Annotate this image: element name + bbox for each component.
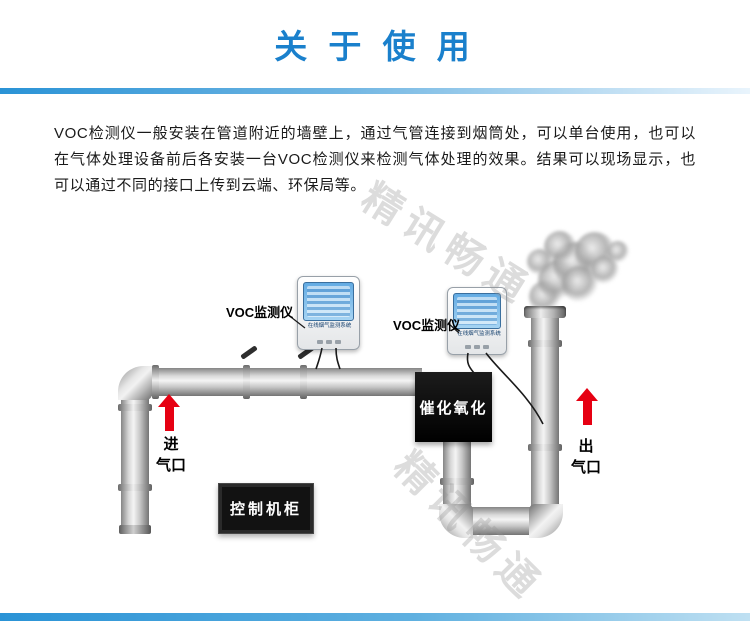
monitor-screen	[453, 293, 501, 330]
inlet-arrow-shaft	[164, 407, 174, 431]
monitor-button	[334, 340, 341, 344]
pipe-bottom-horizontal	[470, 507, 532, 535]
control-cabinet-label: 控制机柜	[229, 501, 302, 518]
title-divider	[0, 88, 750, 94]
pipe-flange	[440, 478, 474, 485]
inlet-label-line1: 进	[163, 436, 179, 453]
monitor-screen-caption: 在线烟气监测系统	[457, 330, 501, 337]
body-paragraph: VOC检测仪一般安装在管道附近的墙壁上，通过气管连接到烟筒处，可以单台使用，也可…	[54, 125, 696, 194]
monitor-screen-caption: 在线烟气监测系统	[307, 322, 352, 329]
pipe-flange	[528, 340, 562, 347]
inlet-label-line2: 气口	[155, 457, 186, 474]
outlet-label-line2: 气口	[570, 459, 601, 476]
page-title: 关 于 使 用	[274, 28, 476, 65]
smoke-puff	[527, 249, 553, 275]
chimney-top-rim	[524, 306, 566, 318]
inlet-arrow-head	[158, 394, 180, 407]
inlet-label: 进 气口	[148, 434, 194, 476]
monitor-button	[325, 340, 332, 344]
pipe-end-cap	[119, 525, 151, 534]
monitor-buttons	[448, 345, 506, 349]
pipe-top-horizontal	[148, 368, 422, 396]
pipe-flange	[243, 365, 250, 399]
pipe-elbow-top-left	[118, 366, 152, 400]
voc-monitor-right: 在线烟气监测系统	[447, 287, 507, 355]
outlet-arrow-shaft	[582, 401, 592, 425]
catalytic-oxidizer-box: 催化氧化	[415, 372, 492, 442]
pipe-down-from-oxidizer	[443, 438, 471, 510]
wire-left-monitor-a	[315, 347, 323, 370]
wires-overlay	[286, 313, 544, 425]
pipe-left-vertical	[121, 398, 149, 532]
valve-handle-icon	[240, 345, 258, 360]
voc-system-diagram: 催化氧化 控制机柜 在线烟气监测系统 在线烟气监测系统	[0, 222, 750, 613]
catalytic-oxidizer-label: 催化氧化	[419, 399, 488, 417]
monitor-screen	[303, 282, 354, 322]
outlet-arrow-icon	[576, 388, 598, 425]
voc-monitor-right-label: VOC监测仪	[393, 318, 461, 333]
pipe-flange	[528, 444, 562, 451]
outlet-arrow-head	[576, 388, 598, 401]
monitor-screen-rows	[457, 297, 497, 326]
inlet-arrow-icon	[158, 394, 180, 431]
voc-monitor-left-label: VOC监测仪	[226, 305, 294, 320]
monitor-button	[474, 345, 480, 349]
monitor-button	[316, 340, 323, 344]
bottom-accent-bar	[0, 613, 750, 621]
outlet-label: 出 气口	[562, 436, 610, 478]
pipe-flange	[300, 365, 307, 399]
monitor-button	[465, 345, 471, 349]
voc-monitor-left: 在线烟气监测系统	[297, 276, 360, 350]
monitor-screen-rows	[307, 286, 350, 318]
wire-left-monitor-b	[335, 347, 341, 370]
pipe-flange	[118, 484, 152, 491]
monitor-buttons	[298, 340, 359, 344]
wire-right-monitor-to-oxidizer	[466, 352, 475, 374]
smoke-puff	[607, 241, 629, 263]
monitor-button	[483, 345, 489, 349]
pipe-flange	[152, 365, 159, 399]
control-cabinet-box: 控制机柜	[218, 483, 314, 534]
pipe-flange	[118, 404, 152, 411]
pipe-elbow-bottom-right	[529, 504, 563, 538]
pipe-elbow-bottom-left	[439, 504, 473, 538]
outlet-label-line1: 出	[578, 438, 594, 455]
